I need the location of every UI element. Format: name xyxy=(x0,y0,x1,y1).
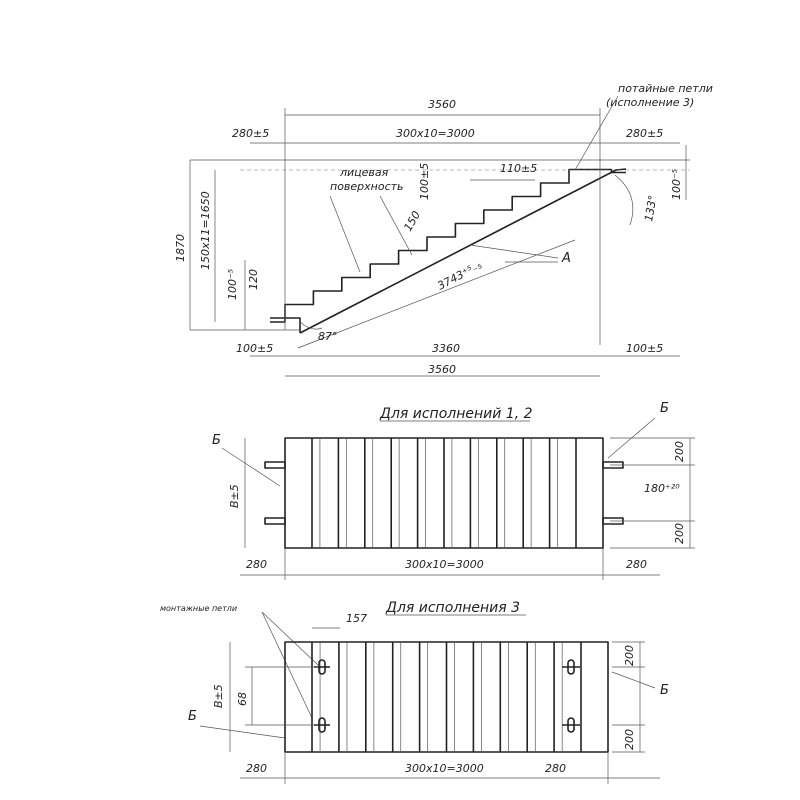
plan-12-dim-middle: 300х10=3000 xyxy=(405,558,484,571)
arc-87 xyxy=(299,321,323,330)
leader-loops-2 xyxy=(261,611,313,719)
dim-line-slope xyxy=(297,239,576,349)
plan-3-label-B-right: Б xyxy=(660,683,669,698)
plan-3-dim-200-bottom: 200 xyxy=(623,729,636,750)
plan-3-dim-200-top: 200 xyxy=(623,645,636,666)
plan-12-steps xyxy=(311,438,577,548)
leader-A-1 xyxy=(469,244,559,259)
note-mounting-loops: монтажные петли xyxy=(160,604,237,613)
dim-100-bottom-left: 100±5 xyxy=(236,342,273,355)
dim-100-bottom-right: 100±5 xyxy=(626,342,663,355)
plan-12-loop-left-bottom xyxy=(264,517,286,525)
dim-3560-top: 3560 xyxy=(428,98,456,111)
leader-hidden-loops xyxy=(574,95,619,171)
dim-1650: 150х11=1650 xyxy=(199,191,212,270)
stair-underside xyxy=(299,168,627,334)
plan-3-dim-68: 68 xyxy=(236,692,249,706)
plan-12-dim-280-right: 280 xyxy=(626,558,647,571)
dim-slope: 3743⁺⁵₋₅ xyxy=(435,258,484,292)
dim-middle-top: 300х10=3000 xyxy=(396,127,475,140)
dim-step-110: 110±5 xyxy=(500,162,537,175)
plan-12-dim-200-top: 200 xyxy=(673,441,686,462)
plan-3-label-B-left: Б xyxy=(188,709,197,724)
leader-face-2 xyxy=(379,195,413,256)
plan-view-3: Для исполнения 3 монтажные петли 157 В±5… xyxy=(160,600,669,784)
title-plan-3: Для исполнения 3 xyxy=(385,600,520,616)
leader-B-right-3 xyxy=(611,671,656,689)
plan-3-dim-B: В±5 xyxy=(212,684,225,708)
plan-3-dim-280-left: 280 xyxy=(246,762,267,775)
note-face-1: лицевая xyxy=(339,166,389,179)
plan-3-dim-middle: 300х10=3000 xyxy=(405,762,484,775)
dim-1870: 1870 xyxy=(174,234,187,262)
angle-133: 133° xyxy=(642,194,659,222)
dim-150: 150 xyxy=(401,209,423,234)
side-view: 3560 280±5 300х10=3000 280±5 потайные пе… xyxy=(174,82,713,377)
leader-B-left-12 xyxy=(221,447,281,487)
label-A: A xyxy=(561,251,571,266)
dim-280-right-top: 280±5 xyxy=(626,127,663,140)
dim-100-right: 100⁻⁵ xyxy=(670,169,683,200)
stair-profile xyxy=(270,168,626,319)
plan-3-steps xyxy=(311,642,582,752)
plan-12-dim-B: В±5 xyxy=(228,484,241,508)
dim-100-a: 100±5 xyxy=(418,163,431,200)
plan-view-12: Для исполнений 1, 2 Б Б В±5 200 180⁺²⁰ 2… xyxy=(212,401,695,580)
dim-100-left: 100⁻⁵ xyxy=(226,269,239,300)
note-hidden-loops-2: (исполнение 3) xyxy=(606,96,694,109)
leader-loops-1 xyxy=(261,611,319,666)
note-face-2: поверхность xyxy=(330,180,404,193)
plan-3-dim-280-right: 280 xyxy=(545,762,566,775)
leader-B-left-3 xyxy=(199,725,286,739)
angle-87: 87° xyxy=(318,330,338,343)
dim-3560-bottom: 3560 xyxy=(428,363,456,376)
plan-12-dim-280-left: 280 xyxy=(246,558,267,571)
plan-12-label-B-left: Б xyxy=(212,433,221,448)
title-plan-12: Для исполнений 1, 2 xyxy=(379,406,533,422)
leader-face-1 xyxy=(329,195,361,273)
arc-133 xyxy=(614,174,634,226)
plan-12-dim-180: 180⁺²⁰ xyxy=(644,482,680,495)
plan-3-dim-157: 157 xyxy=(346,612,367,625)
dim-120: 120 xyxy=(247,269,260,290)
dim-3360: 3360 xyxy=(432,342,460,355)
dim-280-left-top: 280±5 xyxy=(232,127,269,140)
note-hidden-loops-1: потайные петли xyxy=(618,82,713,95)
plan-12-dim-200-bottom: 200 xyxy=(673,523,686,544)
plan-12-label-B-right: Б xyxy=(660,401,669,416)
plan-12-loop-left-top xyxy=(264,461,286,469)
